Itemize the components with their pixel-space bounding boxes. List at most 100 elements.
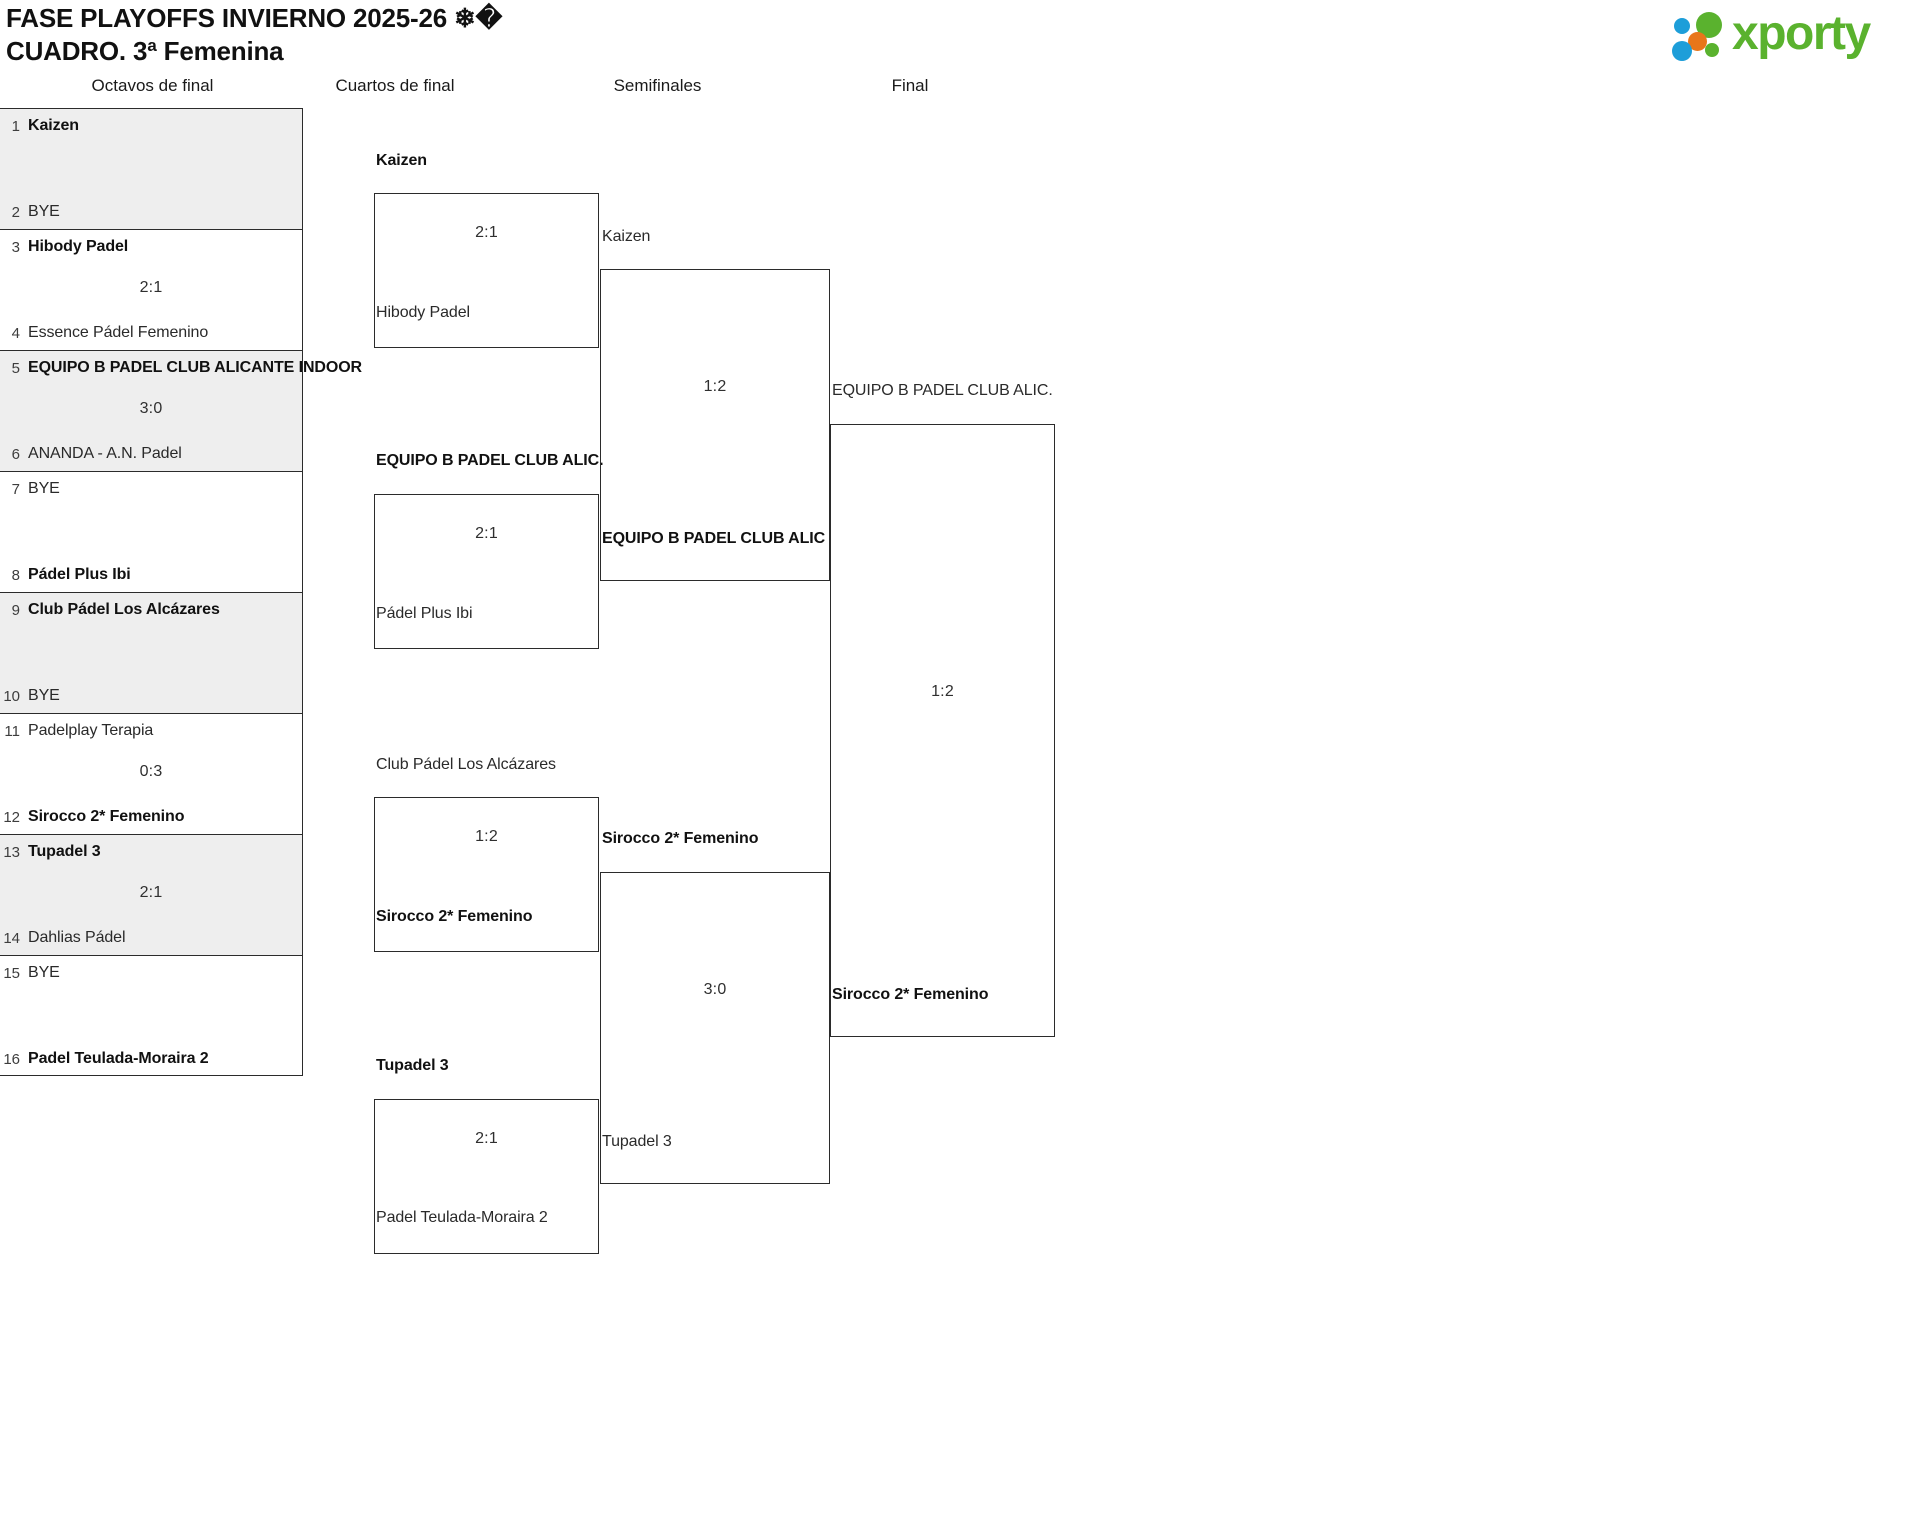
r1-match-7[interactable]: 13 Tupadel 3 2:1 14 Dahlias Pádel (0, 834, 302, 955)
r1-match-3-top[interactable]: 5 EQUIPO B PADEL CLUB ALICANTE INDOOR (0, 357, 362, 379)
sf-2-bottom-team[interactable]: Tupadel 3 (602, 1133, 672, 1150)
team-name: Padelplay Terapia (28, 722, 154, 739)
r1-match-5-bottom[interactable]: 10 BYE (0, 685, 302, 707)
r1-match-3-score: 3:0 (139, 400, 163, 417)
team-name: Kaizen (28, 117, 79, 134)
qf-4-bracket[interactable]: 2:1 (374, 1099, 599, 1254)
team-name: BYE (28, 480, 60, 497)
logo-wordmark: xporty (1732, 7, 1871, 60)
seed-number: 8 (11, 566, 20, 584)
logo-dot-blue-small (1674, 18, 1690, 34)
qf-1-bracket[interactable]: 2:1 (374, 193, 599, 348)
r1-match-7-score: 2:1 (139, 884, 163, 901)
xporty-logo: xporty (1672, 6, 1902, 64)
sf-2-score: 3:0 (703, 981, 727, 998)
seed-number: 11 (4, 722, 20, 740)
team-name: Sirocco 2* Femenino (28, 808, 185, 825)
r1-match-8-bottom[interactable]: 16 Padel Teulada-Moraira 2 (0, 1048, 302, 1070)
seed-number: 6 (11, 445, 20, 463)
r1-match-1-top[interactable]: 1 Kaizen (0, 115, 302, 137)
seed-number: 5 (11, 359, 20, 377)
r1-match-2[interactable]: 3 Hibody Padel 2:1 4 Essence Pádel Femen… (0, 229, 302, 350)
seed-number: 9 (11, 601, 20, 619)
seed-number: 3 (11, 238, 20, 256)
r1-match-2-top[interactable]: 3 Hibody Padel (0, 236, 302, 258)
logo-dot-blue-large (1672, 41, 1692, 61)
r1-match-6-top[interactable]: 11 Padelplay Terapia (0, 720, 302, 742)
round-heading-semifinales: Semifinales (613, 76, 702, 95)
sf-2-top-team[interactable]: Sirocco 2* Femenino (602, 830, 759, 847)
seed-number: 14 (3, 929, 20, 947)
sf-2-bracket[interactable]: 3:0 (600, 872, 830, 1184)
seed-number: 4 (11, 324, 20, 342)
team-name: Hibody Padel (28, 238, 129, 255)
qf-3-score: 1:2 (475, 828, 498, 845)
qf-3-top-team[interactable]: Club Pádel Los Alcázares (376, 756, 556, 773)
team-name: Dahlias Pádel (28, 929, 126, 946)
sf-1-bracket[interactable]: 1:2 (600, 269, 830, 581)
team-name: Essence Pádel Femenino (28, 324, 209, 341)
r1-match-6[interactable]: 11 Padelplay Terapia 0:3 12 Sirocco 2* F… (0, 713, 302, 834)
r1-match-4-top[interactable]: 7 BYE (0, 478, 302, 500)
qf-3-bracket[interactable]: 1:2 (374, 797, 599, 952)
qf-2-score: 2:1 (475, 525, 498, 542)
round-heading-cuartos: Cuartos de final (335, 76, 455, 95)
qf-4-score: 2:1 (475, 1130, 498, 1147)
team-name: Tupadel 3 (28, 843, 101, 860)
seed-number: 15 (3, 964, 20, 982)
qf-1-score: 2:1 (475, 224, 498, 241)
r1-match-7-top[interactable]: 13 Tupadel 3 (0, 841, 302, 863)
team-name: Padel Teulada-Moraira 2 (28, 1050, 209, 1067)
r1-match-2-bottom[interactable]: 4 Essence Pádel Femenino (0, 322, 302, 344)
team-name: BYE (28, 687, 60, 704)
r1-match-8[interactable]: 15 BYE 16 Padel Teulada-Moraira 2 (0, 955, 302, 1076)
r1-match-6-score: 0:3 (139, 763, 163, 780)
seed-number: 2 (11, 203, 20, 221)
round-octavos-column: 1 Kaizen 2 BYE 3 Hibody Padel 2:1 4 Esse… (0, 108, 362, 1076)
logo-dot-orange (1688, 32, 1707, 51)
page-title: FASE PLAYOFFS INVIERNO 2025-26 ❄� CUADRO… (6, 3, 503, 66)
seed-number: 12 (3, 808, 20, 826)
r1-match-4-bottom[interactable]: 8 Pádel Plus Ibi (0, 564, 302, 586)
qf-4-bottom-team[interactable]: Padel Teulada-Moraira 2 (376, 1209, 548, 1226)
r1-match-4[interactable]: 7 BYE 8 Pádel Plus Ibi (0, 471, 302, 592)
team-name: EQUIPO B PADEL CLUB ALICANTE INDOOR (28, 359, 362, 376)
team-name: BYE (28, 203, 60, 220)
r1-match-8-top[interactable]: 15 BYE (0, 962, 302, 984)
final-bracket[interactable]: 1:2 (830, 424, 1055, 1037)
qf-4-top-team[interactable]: Tupadel 3 (376, 1057, 449, 1074)
r1-match-5-top[interactable]: 9 Club Pádel Los Alcázares (0, 599, 302, 621)
r1-match-6-bottom[interactable]: 12 Sirocco 2* Femenino (0, 806, 302, 828)
final-top-team[interactable]: EQUIPO B PADEL CLUB ALIC. (832, 382, 1053, 399)
qf-1-top-team[interactable]: Kaizen (376, 152, 427, 169)
seed-number: 1 (11, 117, 20, 135)
r1-match-1[interactable]: 1 Kaizen 2 BYE (0, 108, 302, 229)
sf-1-score: 1:2 (703, 378, 727, 395)
team-name: BYE (28, 964, 60, 981)
sf-1-top-team[interactable]: Kaizen (602, 228, 651, 245)
qf-1-bottom-team[interactable]: Hibody Padel (376, 304, 470, 321)
seed-number: 13 (3, 843, 20, 861)
qf-2-bracket[interactable]: 2:1 (374, 494, 599, 649)
logo-dot-green-small (1705, 43, 1719, 57)
r1-match-3-bottom[interactable]: 6 ANANDA - A.N. Padel (0, 443, 302, 465)
r1-match-3[interactable]: 5 EQUIPO B PADEL CLUB ALICANTE INDOOR 3:… (0, 350, 362, 471)
round-heading-octavos: Octavos de final (91, 76, 214, 95)
logo-dots-icon (1672, 10, 1734, 62)
r1-match-5[interactable]: 9 Club Pádel Los Alcázares 10 BYE (0, 592, 302, 713)
qf-3-bottom-team[interactable]: Sirocco 2* Femenino (376, 908, 533, 925)
r1-match-2-score: 2:1 (139, 279, 163, 296)
sf-1-bottom-team[interactable]: EQUIPO B PADEL CLUB ALIC (602, 530, 826, 547)
qf-2-bottom-team[interactable]: Pádel Plus Ibi (376, 605, 473, 622)
team-name: ANANDA - A.N. Padel (28, 445, 182, 462)
team-name: Club Pádel Los Alcázares (28, 601, 220, 618)
r1-match-1-bottom[interactable]: 2 BYE (0, 201, 302, 223)
team-name: Pádel Plus Ibi (28, 566, 131, 583)
seed-number: 10 (3, 687, 20, 705)
final-score: 1:2 (931, 683, 954, 700)
final-bottom-team[interactable]: Sirocco 2* Femenino (832, 986, 989, 1003)
qf-2-top-team[interactable]: EQUIPO B PADEL CLUB ALIC. (376, 452, 604, 469)
seed-number: 16 (3, 1050, 20, 1068)
r1-match-7-bottom[interactable]: 14 Dahlias Pádel (0, 927, 302, 949)
